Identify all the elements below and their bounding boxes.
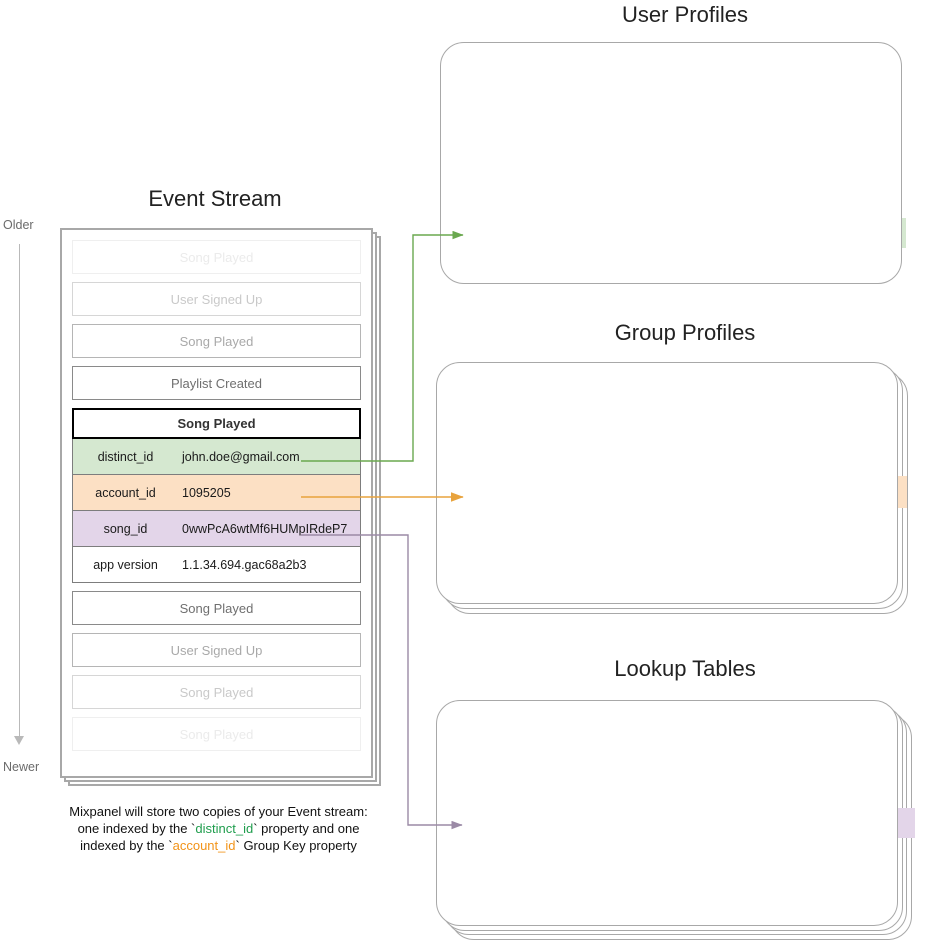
event-property-key: app version xyxy=(93,557,158,572)
event-property-row: account_id 1095205 xyxy=(72,475,361,511)
caption-token-account-id: account_id xyxy=(172,838,236,853)
event-item[interactable]: Song Played xyxy=(72,591,361,625)
songs-card-sheet-front xyxy=(436,700,898,926)
section-title-event-stream: Event Stream xyxy=(148,186,282,211)
users-profile-card: "Users" Profile Table distinct_id$nameBi… xyxy=(440,42,910,290)
accounts-profile-card: "Accounts" Profile Table account_idPlanF… xyxy=(436,362,921,620)
event-item[interactable]: Song Played xyxy=(72,324,361,358)
event-item[interactable]: Song Played xyxy=(72,717,361,751)
expanded-event[interactable]: Song Played distinct_id john.doe@gmail.co… xyxy=(72,408,361,583)
event-property-row: song_id 0wwPcA6wtMf6HUMpIRdeP7 xyxy=(72,511,361,547)
expanded-event-header: Song Played xyxy=(72,408,361,439)
caption-line-3: indexed by the `account_id` Group Key pr… xyxy=(36,837,401,854)
caption-line-3-pre: indexed by the ` xyxy=(80,838,173,853)
caption-token-distinct-id: distinct_id xyxy=(195,821,254,836)
section-title-user-profiles: User Profiles xyxy=(622,2,748,27)
event-item[interactable]: User Signed Up xyxy=(72,282,361,316)
section-title-lookup-tables: Lookup Tables xyxy=(614,656,756,681)
caption-line-1: Mixpanel will store two copies of your E… xyxy=(69,804,368,819)
caption-line-2: one indexed by the `distinct_id` propert… xyxy=(36,820,401,837)
timeline-arrow-icon xyxy=(14,736,24,745)
caption-line-2-post: ` property and one xyxy=(253,821,360,836)
caption-line-2-pre: one indexed by the ` xyxy=(77,821,196,836)
event-property-row: app version 1.1.34.694.gac68a2b3 xyxy=(72,547,361,583)
expanded-event-properties: distinct_id john.doe@gmail.com account_id 1… xyxy=(72,439,361,583)
event-property-value: 0wwPcA6wtMf6HUMpIRdeP7 xyxy=(182,521,348,536)
event-property-value: 1.1.34.694.gac68a2b3 xyxy=(182,557,307,572)
event-property-key: account_id xyxy=(95,485,156,500)
event-item[interactable]: Playlist Created xyxy=(72,366,361,400)
users-card-sheet xyxy=(440,42,902,284)
accounts-card-sheet-front xyxy=(436,362,898,604)
event-item[interactable]: User Signed Up xyxy=(72,633,361,667)
event-item[interactable]: Song Played xyxy=(72,240,361,274)
event-property-key: distinct_id xyxy=(97,449,154,464)
timeline-label-older: Older xyxy=(3,218,34,232)
event-stream-caption: Mixpanel will store two copies of your E… xyxy=(36,803,401,854)
section-title-group-profiles: Group Profiles xyxy=(614,320,756,345)
event-item[interactable]: Song Played xyxy=(72,675,361,709)
caption-line-3-post: ` Group Key property xyxy=(235,838,357,853)
timeline-axis: Older Newer xyxy=(0,218,56,778)
event-property-row: distinct_id john.doe@gmail.com xyxy=(72,439,361,475)
timeline-line xyxy=(19,244,20,742)
event-property-key: song_id xyxy=(103,521,148,536)
event-property-value: john.doe@gmail.com xyxy=(182,449,300,464)
timeline-label-newer: Newer xyxy=(3,760,40,774)
songs-lookup-card: "Songs" Lookup Table song_idtitleartist3… xyxy=(436,700,928,948)
event-property-value: 1095205 xyxy=(182,485,231,500)
